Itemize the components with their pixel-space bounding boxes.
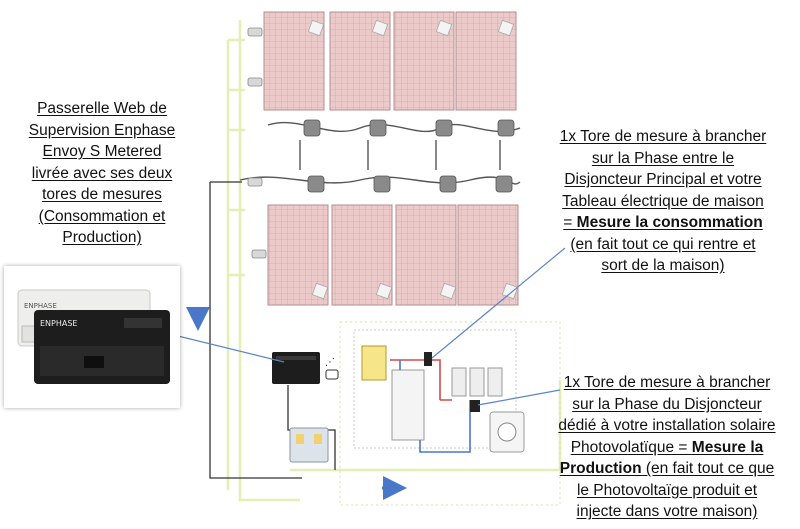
gateway-callout: Passerelle Web de Supervision Enphase En… [24, 98, 180, 249]
svg-text:⋰: ⋰ [325, 357, 335, 368]
gateway-line-3: Envoy S Metered [42, 143, 162, 160]
envoy-front-unit: ENPHASE [34, 310, 170, 384]
distribution-box [289, 427, 329, 463]
gateway-line-4: livrée avec ses deux [31, 164, 173, 182]
gateway-line-6: (Consommation et [38, 207, 166, 225]
gateway-line-7: Production) [62, 229, 142, 246]
envoy-product-photo: ENPHASE ENPHASE [4, 266, 180, 408]
house-outline [339, 321, 561, 506]
consumption-line-6: (en fait tout ce qui rentre et [570, 235, 756, 253]
consumption-line-2: sur la Phase entre le [591, 149, 735, 167]
consumption-line-4: Tableau électrique de maison [562, 192, 764, 210]
consumption-line-5: = Mesure la consommation [543, 212, 783, 234]
leader-lines [177, 247, 566, 406]
production-emphasis-1: Mesure la [691, 438, 764, 456]
production-callout: 1x Tore de mesure à brancher sur la Phas… [540, 372, 794, 523]
production-line-1: 1x Tore de mesure à brancher [563, 374, 771, 391]
production-meter [489, 411, 525, 453]
production-line-5: Production (en fait tout ce que [540, 458, 794, 480]
production-emphasis-2: Production [559, 460, 642, 477]
solar-panels-top-row [263, 11, 517, 111]
production-line-5-post: (en fait tout ce que [641, 460, 775, 477]
consumption-line-1: 1x Tore de mesure à brancher [559, 128, 767, 145]
production-line-4-pre: Photovolatïque = [570, 438, 692, 456]
solar-panels-bottom-row [267, 204, 519, 306]
consumption-line-5-pre: = [563, 214, 577, 231]
brand-label-front: ENPHASE [40, 319, 77, 328]
panel-junction-boxes [307, 19, 519, 300]
production-line-4: Photovolatïque = Mesure la [540, 437, 794, 459]
envoy-gateway-diagram: ⋰ [272, 352, 339, 384]
trunk-connectors [247, 27, 267, 259]
microinverters-bottom [307, 175, 513, 193]
consumption-callout: 1x Tore de mesure à brancher sur la Phas… [543, 126, 783, 277]
flow-arrows [186, 307, 407, 500]
electrical-panel [353, 329, 517, 453]
consumption-line-3: Disjoncteur Principal et votre [564, 171, 762, 188]
gateway-line-5: tores de mesures [42, 186, 162, 203]
brand-label-back: ENPHASE [24, 302, 57, 310]
gateway-line-2: Supervision Enphase [28, 121, 176, 139]
production-line-3: dédié à votre installation solaire [558, 417, 776, 434]
production-line-7: injecte dans votre maison) [576, 503, 758, 520]
consumption-emphasis: Mesure la consommation [576, 214, 763, 231]
microinverters-top [303, 119, 515, 137]
production-line-2: sur la Phase du Disjoncteur [572, 395, 762, 413]
production-line-6: le Photovoltaïge produit et [576, 481, 758, 499]
gateway-line-1: Passerelle Web de [37, 100, 167, 117]
consumption-line-7: sort de la maison) [601, 257, 725, 274]
